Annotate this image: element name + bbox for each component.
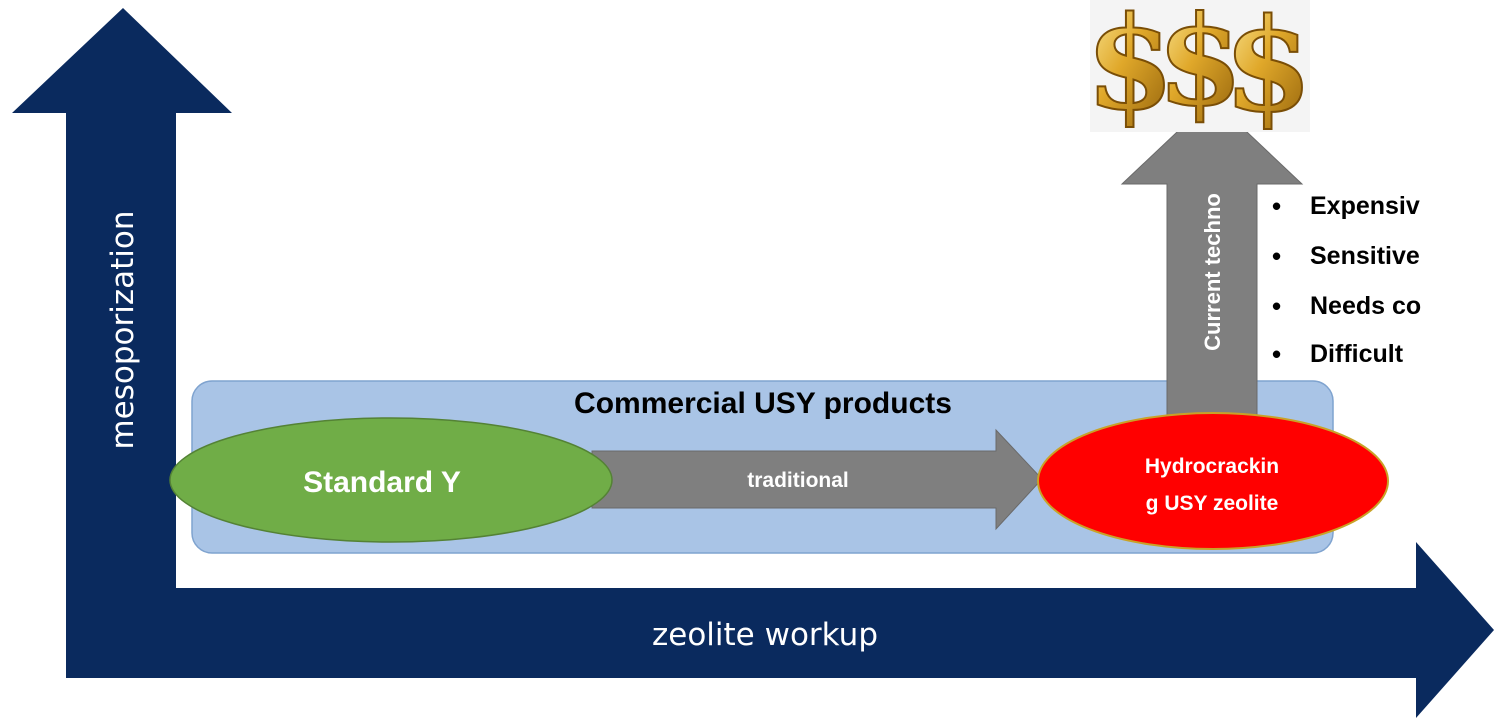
bullet-marker: • bbox=[1272, 291, 1281, 321]
hydrocracking-label-line1: Hydrocrackin bbox=[1145, 455, 1279, 478]
svg-text:$: $ bbox=[1085, 0, 1174, 139]
y-axis-label: mesoporization bbox=[105, 210, 141, 449]
dollar-signs-icon: $ $ $ bbox=[1084, 0, 1314, 142]
svg-text:$: $ bbox=[1157, 0, 1243, 134]
svg-text:$: $ bbox=[1223, 0, 1312, 141]
current-techno-arrow bbox=[1120, 98, 1304, 441]
standard-y-node bbox=[169, 417, 613, 543]
bullet-marker: • bbox=[1272, 241, 1281, 271]
x-axis-arrow bbox=[66, 542, 1494, 718]
bullet-marker: • bbox=[1272, 191, 1281, 221]
traditional-label: traditional bbox=[747, 469, 849, 492]
bullet-list: • Expensiv • Sensitive • Needs co • Diff… bbox=[1272, 191, 1421, 369]
current-techno-label: Current techno bbox=[1200, 193, 1225, 351]
traditional-arrow bbox=[591, 428, 1043, 531]
bullet-marker: • bbox=[1272, 339, 1281, 369]
bullet-item: Expensiv bbox=[1310, 192, 1420, 220]
bullet-item: Difficult bbox=[1310, 340, 1404, 368]
bullet-item: Sensitive bbox=[1310, 242, 1420, 270]
x-axis-label: zeolite workup bbox=[652, 617, 878, 653]
hydrocracking-usy-node bbox=[1037, 412, 1389, 550]
hydrocracking-label-line2: g USY zeolite bbox=[1146, 492, 1279, 515]
bullet-item: Needs co bbox=[1310, 292, 1421, 320]
y-axis-arrow bbox=[12, 8, 232, 590]
standard-y-label: Standard Y bbox=[303, 466, 461, 499]
group-title: Commercial USY products bbox=[574, 387, 952, 420]
